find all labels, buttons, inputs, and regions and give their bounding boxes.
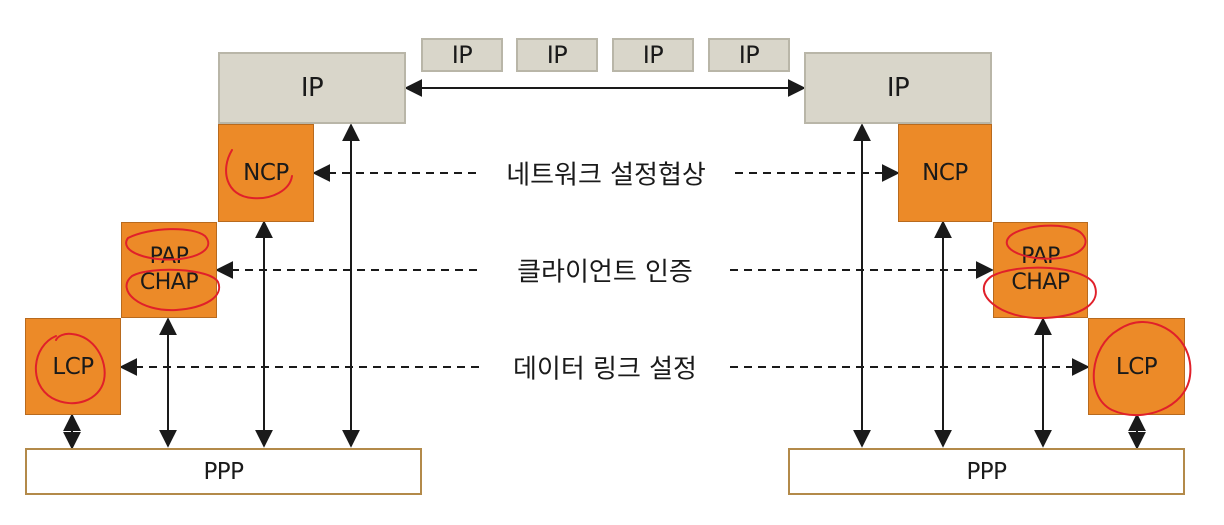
ip-packet: IP bbox=[708, 38, 790, 72]
left-auth-box: PAP CHAP bbox=[121, 222, 217, 318]
left-ppp-bar: PPP bbox=[25, 448, 422, 495]
ip-packet: IP bbox=[516, 38, 598, 72]
network-negotiation-label: 네트워크 설정협상 bbox=[498, 154, 714, 192]
right-ppp-bar: PPP bbox=[788, 448, 1185, 495]
right-ip-layer: IP bbox=[804, 52, 992, 124]
ip-packet: IP bbox=[612, 38, 694, 72]
data-link-setup-label: 데이터 링크 설정 bbox=[505, 348, 705, 386]
right-ncp-box: NCP bbox=[898, 124, 992, 222]
right-lcp-box: LCP bbox=[1088, 318, 1185, 415]
left-chap-label: CHAP bbox=[139, 270, 199, 295]
right-auth-box: PAP CHAP bbox=[993, 222, 1088, 318]
right-chap-label: CHAP bbox=[1011, 270, 1070, 295]
left-pap-label: PAP bbox=[149, 244, 189, 270]
left-ip-layer: IP bbox=[218, 52, 406, 124]
ip-packet: IP bbox=[421, 38, 503, 72]
right-pap-label: PAP bbox=[1021, 244, 1060, 270]
left-ncp-box: NCP bbox=[218, 124, 314, 222]
client-auth-label: 클라이언트 인증 bbox=[509, 251, 701, 289]
left-lcp-box: LCP bbox=[25, 318, 121, 415]
